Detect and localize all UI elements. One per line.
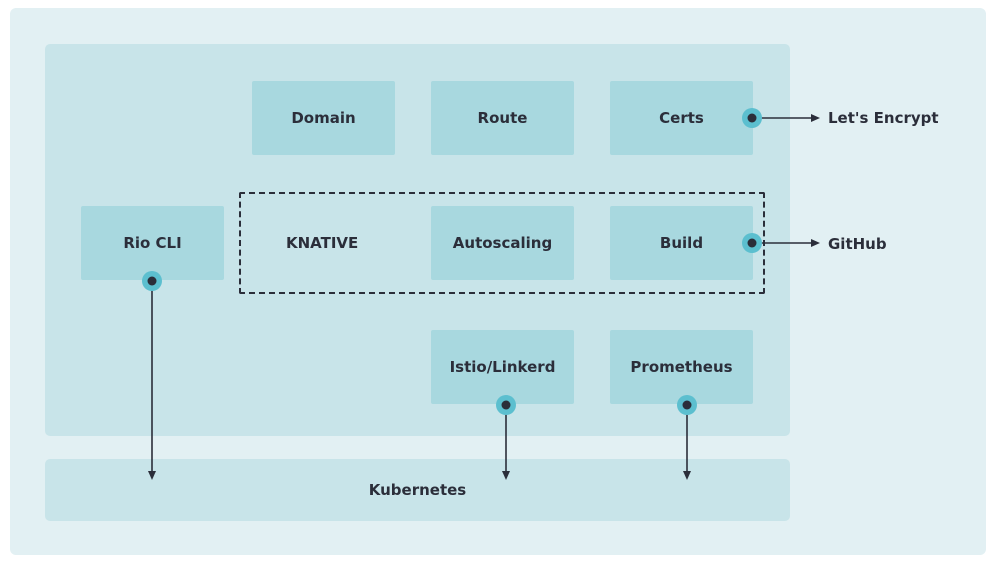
arrow-right-icon [811,114,820,122]
connector-dot-center [147,276,157,286]
knative-label: KNATIVE [286,234,359,252]
autoscaling-box: Autoscaling [431,206,574,280]
rio-cli-label: Rio CLI [123,234,182,252]
istio-linkerd-label: Istio/Linkerd [449,358,556,376]
certs-box: Certs [610,81,753,155]
prometheus-box: Prometheus [610,330,753,404]
domain-box: Domain [252,81,395,155]
kubernetes-layer: Kubernetes [45,459,790,521]
github-label: GitHub [828,235,887,253]
connector-dot-center [747,113,757,123]
kubernetes-label: Kubernetes [368,481,467,499]
domain-label: Domain [291,109,356,127]
autoscaling-label: Autoscaling [452,234,553,252]
connector-dot-center [747,238,757,248]
connector-dot-center [501,400,511,410]
route-box: Route [431,81,574,155]
rio-cli-box: Rio CLI [81,206,224,280]
lets-encrypt-label: Let's Encrypt [828,109,939,127]
prometheus-label: Prometheus [630,358,733,376]
build-box: Build [610,206,753,280]
arrow-down-icon [502,471,510,480]
certs-label: Certs [659,109,704,127]
build-label: Build [659,234,704,252]
istio-linkerd-box: Istio/Linkerd [431,330,574,404]
connector-dot-center [682,400,692,410]
arrow-right-icon [811,239,820,247]
route-label: Route [477,109,528,127]
arrow-down-icon [148,471,156,480]
arrow-down-icon [683,471,691,480]
